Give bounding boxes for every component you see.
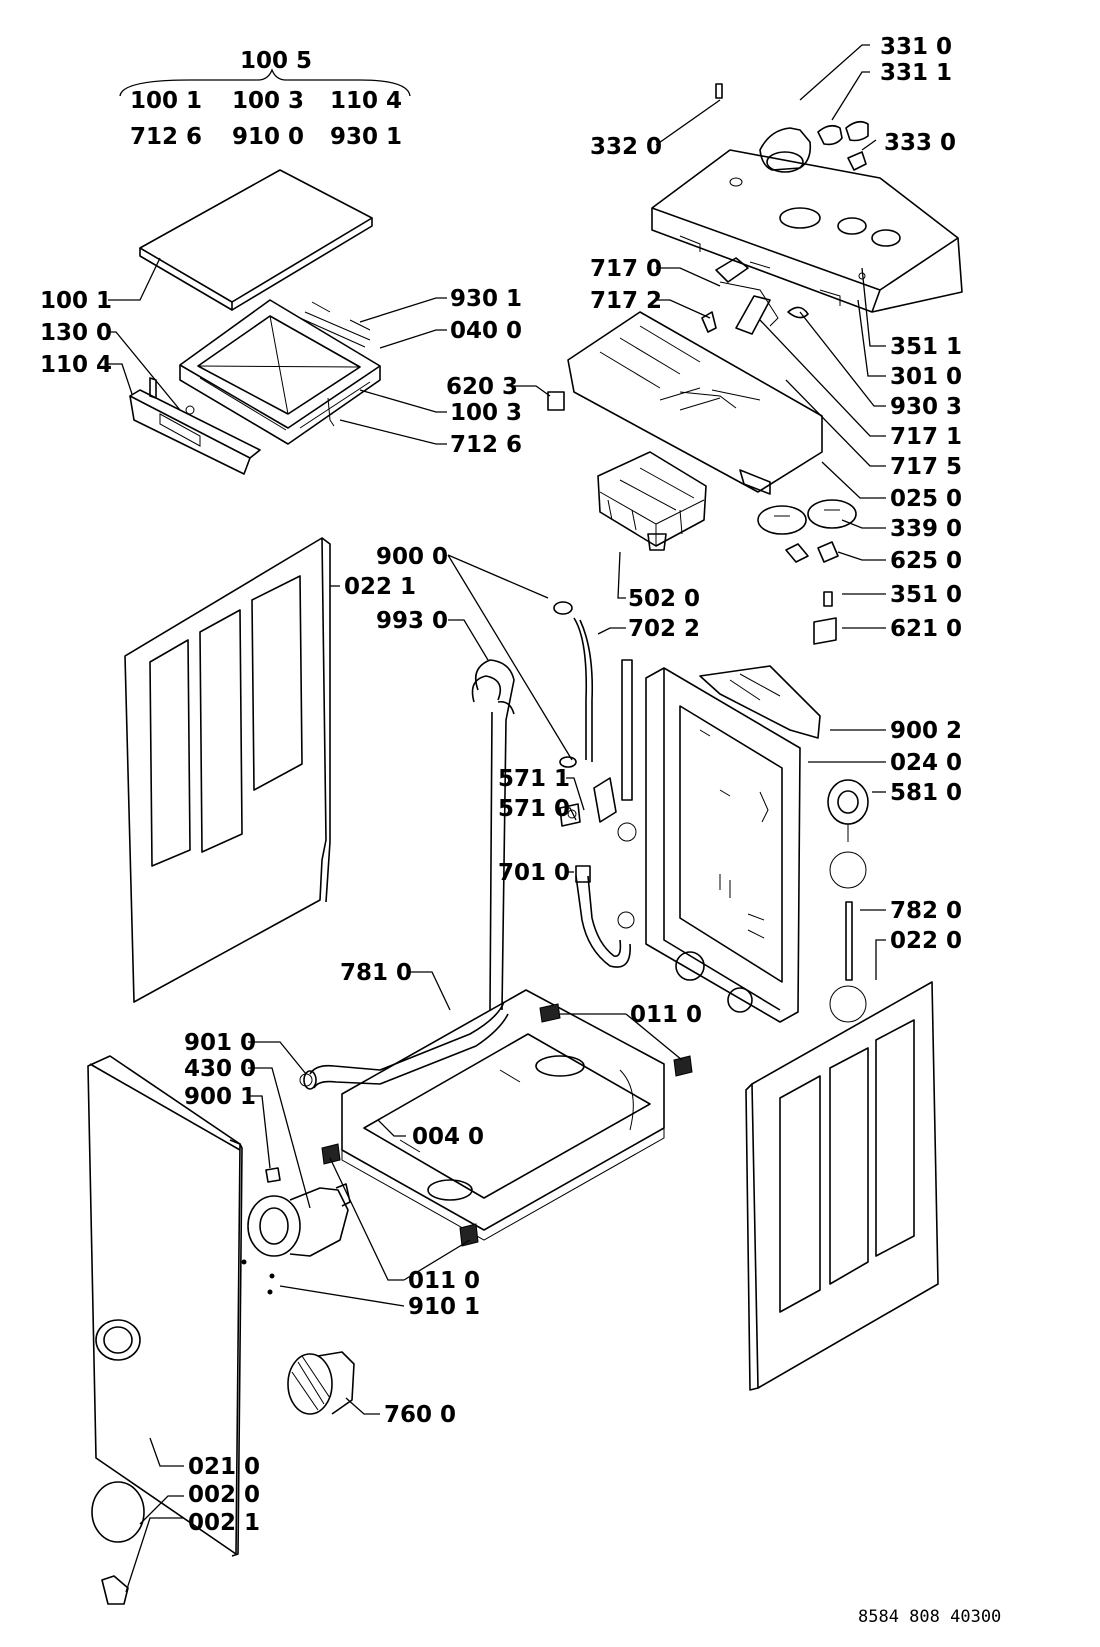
- electronics-bracket-drawing: [547, 257, 823, 495]
- callout-6203: 620 3: [446, 374, 518, 400]
- callout-3311: 331 1: [880, 60, 952, 86]
- kit-header: 100 5 100 1 100 3 110 4 712 6 910 0 930 …: [119, 48, 411, 150]
- document-number: 8584 808 40300: [858, 1607, 1001, 1627]
- kit-item: 910 0: [232, 124, 304, 150]
- callout-3390: 339 0: [890, 516, 962, 542]
- drain-hose-drawing: [471, 659, 515, 1011]
- callout-0220: 022 0: [890, 928, 962, 954]
- callout-3510: 351 0: [890, 582, 962, 608]
- door-flap-drawing: [91, 1481, 145, 1605]
- callout-6250: 625 0: [890, 548, 962, 574]
- screws-drawing: [241, 1073, 313, 1295]
- callout-1104: 110 4: [40, 352, 112, 378]
- callout-3310: 331 0: [880, 34, 952, 60]
- callout-0250: 025 0: [890, 486, 962, 512]
- callout-1300: 130 0: [40, 320, 112, 346]
- programmer-module-drawing: [597, 451, 707, 551]
- callout-5711: 571 1: [498, 766, 570, 792]
- callout-0210: 021 0: [188, 1454, 260, 1480]
- rear-frame-drawing: [645, 665, 821, 1023]
- callout-9930: 993 0: [376, 608, 448, 634]
- knobs-drawing: [715, 83, 869, 173]
- callout-0400: 040 0: [450, 318, 522, 344]
- callout-4300: 430 0: [184, 1056, 256, 1082]
- kit-brace: [119, 68, 411, 97]
- kit-item: 100 1: [130, 88, 202, 114]
- base-frame-drawing: [341, 989, 665, 1241]
- kit-group-label: 100 5: [240, 48, 312, 74]
- top-frame-drawing: [179, 299, 381, 445]
- pressure-switch-drawing: [559, 777, 617, 827]
- filter-drawing: [287, 1351, 355, 1415]
- callout-3320: 332 0: [590, 134, 662, 160]
- callout-3330: 333 0: [884, 130, 956, 156]
- drain-pump-drawing: [247, 1167, 351, 1257]
- callout-0021: 002 1: [188, 1510, 260, 1536]
- leader-lines: [108, 44, 886, 1593]
- callout-9002: 900 2: [890, 718, 962, 744]
- callout-0240: 024 0: [890, 750, 962, 776]
- inner-hose-drawing: [575, 865, 635, 968]
- callout-3511: 351 1: [890, 334, 962, 360]
- part-drawings: [87, 83, 963, 1605]
- kit-item: 110 4: [330, 88, 402, 114]
- callout-9001: 900 1: [184, 1084, 256, 1110]
- kit-item: 712 6: [130, 124, 202, 150]
- callout-7810: 781 0: [340, 960, 412, 986]
- callout-9301: 930 1: [450, 286, 522, 312]
- callout-9000: 900 0: [376, 544, 448, 570]
- callout-labels: 331 0 331 1 332 0 333 0 100 1 930 1 130 …: [40, 34, 962, 1536]
- callout-0040: 004 0: [412, 1124, 484, 1150]
- right-side-panel-drawing: [745, 981, 939, 1391]
- callout-0221: 022 1: [344, 574, 416, 600]
- callout-3010: 301 0: [890, 364, 962, 390]
- kit-item: 930 1: [330, 124, 402, 150]
- callout-9303: 930 3: [890, 394, 962, 420]
- callout-9101: 910 1: [408, 1294, 480, 1320]
- sump-hose-drawing: [303, 1001, 509, 1090]
- callout-1001: 100 1: [40, 288, 112, 314]
- callout-0020: 002 0: [188, 1482, 260, 1508]
- callout-0110-lower: 011 0: [408, 1268, 480, 1294]
- callout-7126: 712 6: [450, 432, 522, 458]
- feet-drawing: [321, 1003, 693, 1247]
- top-lid-drawing: [139, 169, 373, 311]
- front-panel-drawing: [87, 1055, 243, 1557]
- callout-5810: 581 0: [890, 780, 962, 806]
- front-fascia-drawing: [129, 377, 261, 475]
- callout-7600: 760 0: [384, 1402, 456, 1428]
- pump-part-drawing: [827, 779, 869, 1023]
- kit-item: 100 3: [232, 88, 304, 114]
- left-side-panel-drawing: [124, 537, 331, 1003]
- callout-7010: 701 0: [498, 860, 570, 886]
- callout-5020: 502 0: [628, 586, 700, 612]
- small-parts-drawing: [757, 499, 857, 645]
- callout-9010: 901 0: [184, 1030, 256, 1056]
- callout-6210: 621 0: [890, 616, 962, 642]
- callout-7022: 702 2: [628, 616, 700, 642]
- control-panel-drawing: [651, 149, 963, 313]
- callout-1003: 100 3: [450, 400, 522, 426]
- callout-7170: 717 0: [590, 256, 662, 282]
- callout-5710: 571 0: [498, 796, 570, 822]
- callout-0110-upper: 011 0: [630, 1002, 702, 1028]
- callout-7172: 717 2: [590, 288, 662, 314]
- callout-7175: 717 5: [890, 454, 962, 480]
- tube-drawing: [553, 601, 594, 768]
- callout-7820: 782 0: [890, 898, 962, 924]
- rod-drawing: [617, 659, 637, 842]
- callout-7171: 717 1: [890, 424, 962, 450]
